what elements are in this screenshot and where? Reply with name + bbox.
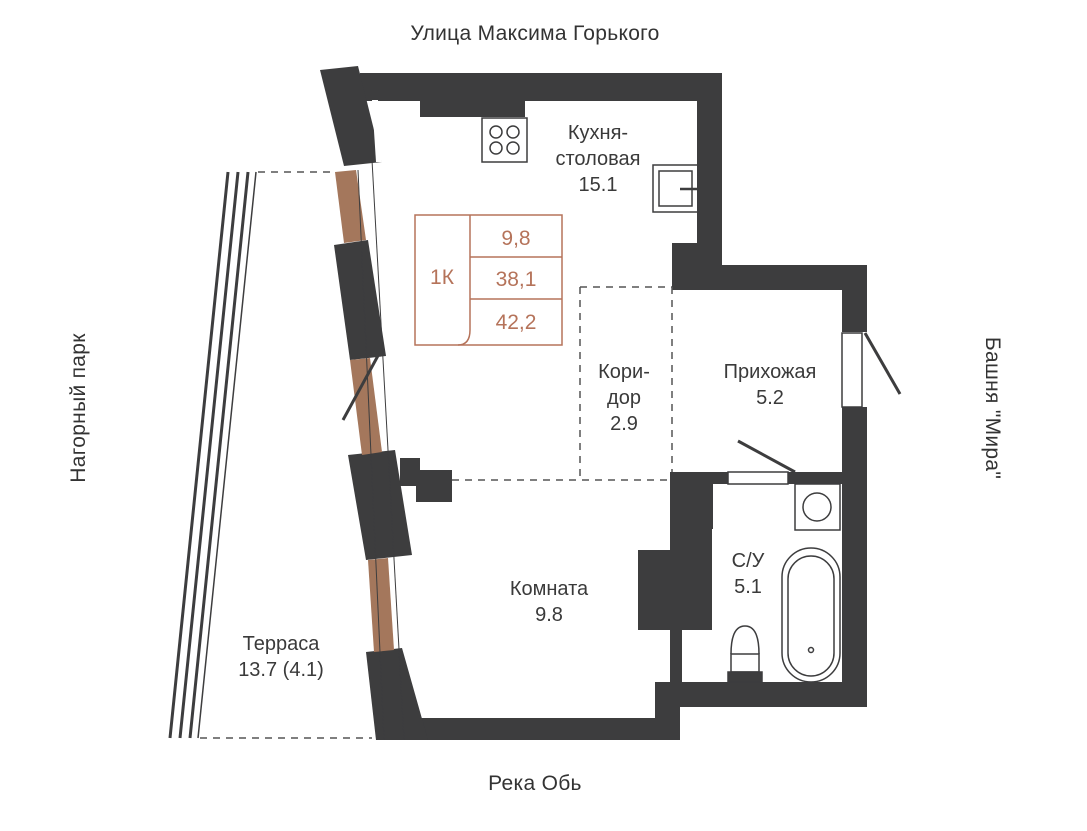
terrace-area: 13.7 (4.1) bbox=[238, 659, 324, 681]
doors bbox=[341, 332, 902, 527]
terrace-label: Терраса bbox=[243, 633, 321, 655]
terrace-outline bbox=[168, 171, 372, 739]
bathroom-area: 5.1 bbox=[734, 576, 762, 598]
toilet-icon bbox=[727, 625, 763, 683]
corridor-area: 2.9 bbox=[610, 413, 638, 435]
street-east: Башня "Мира" bbox=[981, 337, 1004, 479]
walls bbox=[320, 66, 867, 740]
kitchen-sink-icon bbox=[652, 164, 699, 213]
badge-total-area: 38,1 bbox=[496, 268, 537, 291]
kitchen-area: 15.1 bbox=[579, 174, 618, 196]
badge-living-area: 9,8 bbox=[501, 227, 530, 250]
kitchen-label-line1: Кухня- bbox=[568, 122, 628, 144]
corridor-label-line2: дор bbox=[607, 387, 641, 409]
room-area: 9.8 bbox=[535, 604, 563, 626]
apartment-badge bbox=[414, 214, 563, 346]
street-south: Река Обь bbox=[488, 772, 582, 795]
corridor-outline bbox=[452, 286, 673, 481]
washbasin-icon bbox=[794, 483, 841, 531]
street-west: Нагорный парк bbox=[67, 333, 90, 483]
badge-type: 1К bbox=[430, 266, 455, 289]
window-frames bbox=[335, 159, 405, 741]
street-north: Улица Максима Горького bbox=[410, 22, 659, 45]
hallway-area: 5.2 bbox=[756, 387, 784, 409]
kitchen-label-line2: столовая bbox=[556, 148, 641, 170]
badge-total-with-terrace: 42,2 bbox=[496, 311, 537, 334]
bathtub-icon bbox=[781, 547, 841, 683]
room-label: Комната bbox=[510, 578, 589, 600]
hallway-label: Прихожая bbox=[724, 361, 817, 383]
stove-icon bbox=[481, 117, 528, 163]
bathroom-label: С/У bbox=[732, 550, 765, 572]
corridor-label-line1: Кори- bbox=[598, 361, 650, 383]
